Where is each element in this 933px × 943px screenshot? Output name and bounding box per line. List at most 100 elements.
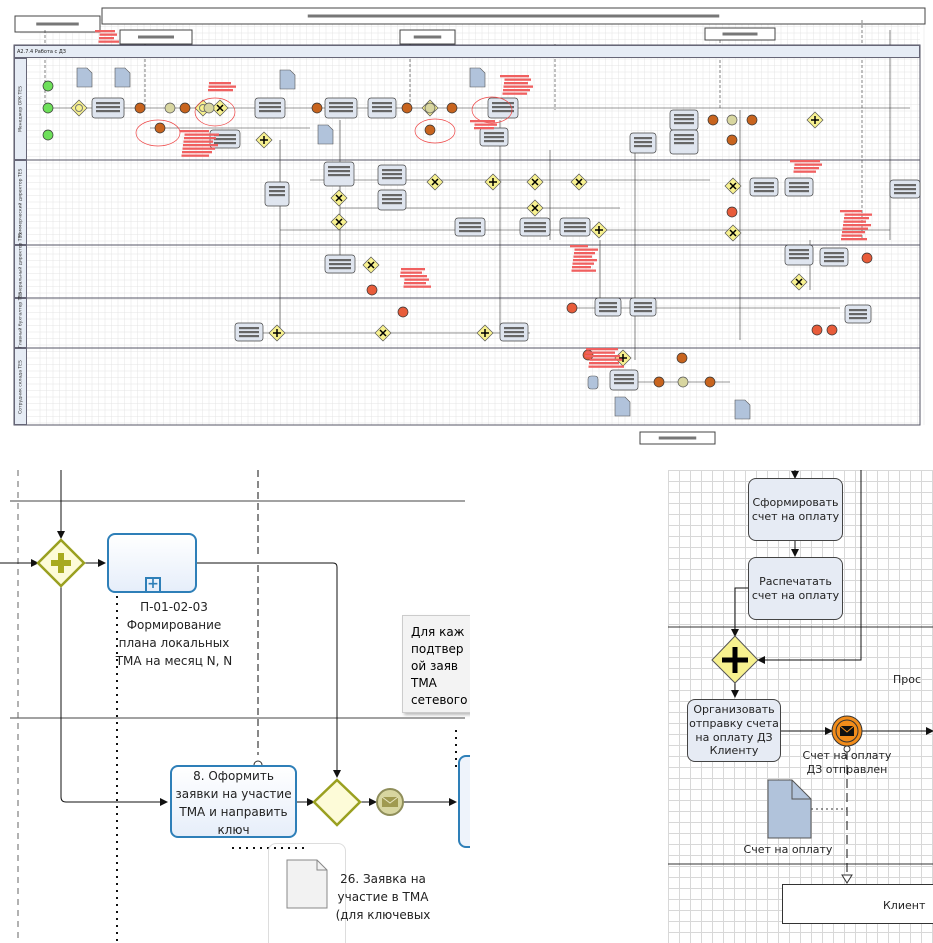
lane-label: Сотрудник склада TES bbox=[14, 348, 27, 425]
blurred-text bbox=[754, 182, 774, 185]
task-create-invoice[interactable]: Сформировать счет на оплату bbox=[748, 478, 843, 541]
highlight-text bbox=[470, 120, 495, 123]
blurred-text bbox=[459, 230, 481, 233]
blurred-text bbox=[382, 177, 402, 180]
event bbox=[203, 102, 215, 114]
lane-label: Менеджер ОРК TES bbox=[14, 58, 27, 160]
process-overview bbox=[10, 0, 926, 445]
event bbox=[446, 102, 458, 114]
event bbox=[704, 376, 716, 388]
plus-icon bbox=[260, 136, 268, 144]
x-icon bbox=[531, 178, 539, 186]
highlight-text bbox=[99, 33, 117, 36]
x-icon bbox=[335, 218, 343, 226]
blurred-text bbox=[634, 310, 652, 313]
blurred-text bbox=[599, 302, 617, 305]
right-panel-connectors bbox=[668, 470, 933, 884]
highlight-text bbox=[844, 213, 872, 216]
blurred-text bbox=[329, 102, 353, 105]
blurred-text bbox=[634, 306, 652, 309]
task-send-invoice[interactable]: Организовать отправку счета на оплату ДЗ… bbox=[687, 699, 781, 762]
x-icon bbox=[729, 182, 737, 190]
subprocess-box[interactable]: + bbox=[107, 533, 197, 593]
plus-icon bbox=[273, 329, 281, 337]
envelope-icon bbox=[382, 797, 398, 807]
blurred-text bbox=[96, 102, 120, 105]
task-print-invoice[interactable]: Распечатать счет на оплату bbox=[748, 557, 843, 620]
blurred-text bbox=[259, 102, 281, 105]
blurred-text bbox=[564, 230, 586, 233]
highlight-text bbox=[184, 133, 219, 136]
highlight-text bbox=[572, 262, 594, 265]
expand-subprocess-icon[interactable]: + bbox=[145, 577, 161, 593]
highlight-text bbox=[500, 75, 529, 78]
blurred-text bbox=[214, 138, 236, 141]
event bbox=[154, 122, 166, 134]
highlight-ellipse bbox=[194, 97, 236, 127]
blurred-text bbox=[674, 138, 694, 141]
text-annotation: Для каж подтвер ой заяв ТМА сетевого bbox=[402, 615, 470, 713]
blurred-text bbox=[459, 222, 481, 225]
highlight-text bbox=[400, 271, 422, 274]
blurred-text bbox=[789, 190, 809, 193]
right-task-partial[interactable] bbox=[458, 755, 470, 848]
document-icon bbox=[734, 399, 751, 420]
blurred-text bbox=[328, 170, 350, 173]
task-submit-applications[interactable]: 8. Оформить заявки на участие ТМА и напр… bbox=[170, 765, 297, 838]
highlight-text bbox=[574, 248, 598, 251]
blurred-text bbox=[894, 184, 916, 187]
blurred-text bbox=[214, 142, 236, 145]
blurred-text bbox=[214, 134, 236, 137]
blurred-text bbox=[674, 134, 694, 137]
overview-canvas bbox=[13, 7, 926, 445]
document-icon bbox=[317, 124, 334, 145]
blurred-text bbox=[239, 331, 259, 334]
blurred-text bbox=[328, 174, 350, 177]
highlight-text bbox=[793, 170, 816, 173]
blurred-text bbox=[504, 327, 524, 330]
blurred-text bbox=[504, 335, 524, 338]
blurred-text bbox=[239, 335, 259, 338]
highlight-text bbox=[585, 355, 620, 358]
x-icon bbox=[216, 104, 224, 112]
event bbox=[811, 324, 823, 336]
highlight-text bbox=[404, 278, 429, 281]
blurred-text bbox=[307, 14, 720, 18]
highlight-text bbox=[586, 348, 618, 351]
blurred-text bbox=[492, 102, 514, 105]
document-label: Счет на оплату bbox=[743, 843, 833, 856]
highlight-text bbox=[842, 231, 865, 234]
client-pool[interactable]: Клиент bbox=[782, 884, 933, 924]
blurred-text bbox=[36, 22, 79, 26]
event bbox=[311, 102, 323, 114]
blurred-text bbox=[492, 110, 514, 113]
blurred-text bbox=[849, 313, 867, 316]
blurred-text bbox=[614, 378, 634, 381]
blurred-text bbox=[484, 140, 504, 143]
blurred-text bbox=[824, 260, 844, 263]
event bbox=[707, 114, 719, 126]
plus-icon bbox=[51, 553, 71, 573]
document-icon bbox=[614, 396, 631, 417]
event bbox=[134, 102, 146, 114]
blurred-text bbox=[382, 169, 402, 172]
event bbox=[826, 324, 838, 336]
blurred-text bbox=[894, 192, 916, 195]
document-icon bbox=[469, 67, 486, 88]
highlight-ellipse bbox=[135, 119, 181, 147]
blurred-text bbox=[382, 198, 402, 201]
blurred-text bbox=[329, 259, 351, 262]
highlight-text bbox=[794, 163, 822, 166]
highlight-text bbox=[570, 245, 588, 248]
blurred-text bbox=[674, 122, 694, 125]
blurred-text bbox=[564, 226, 586, 229]
blurred-text bbox=[674, 118, 694, 121]
lane-label: Генеральный директор TES bbox=[14, 232, 27, 298]
blurred-text bbox=[239, 327, 259, 330]
blurred-text bbox=[382, 173, 402, 176]
lane-label: Коммерческий директор TES bbox=[14, 160, 27, 245]
highlight-text bbox=[503, 85, 533, 88]
highlight-text bbox=[404, 282, 426, 285]
blurred-text bbox=[484, 136, 504, 139]
highlight-text bbox=[574, 252, 595, 255]
